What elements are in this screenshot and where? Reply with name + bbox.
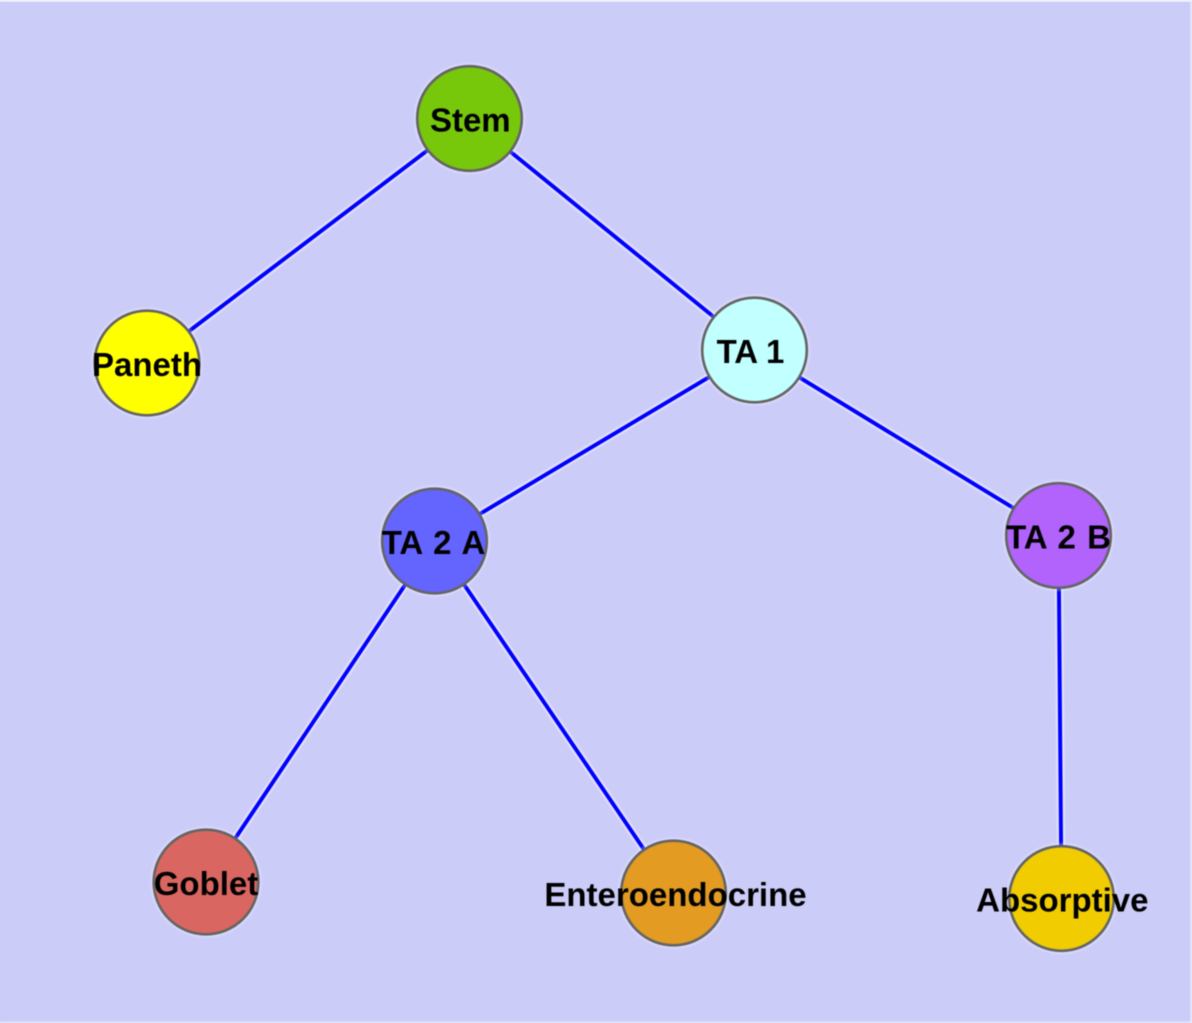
svg-text:TA 2 A: TA 2 A [382, 524, 486, 561]
svg-text:Goblet: Goblet [154, 865, 259, 902]
svg-text:TA 1: TA 1 [717, 333, 785, 370]
svg-text:Enteroendocrine: Enteroendocrine [544, 876, 806, 913]
svg-text:TA 2 B: TA 2 B [1006, 519, 1111, 556]
svg-text:Stem: Stem [430, 102, 511, 139]
svg-text:Paneth: Paneth [92, 346, 202, 383]
svg-text:Absorptive: Absorptive [976, 882, 1148, 919]
